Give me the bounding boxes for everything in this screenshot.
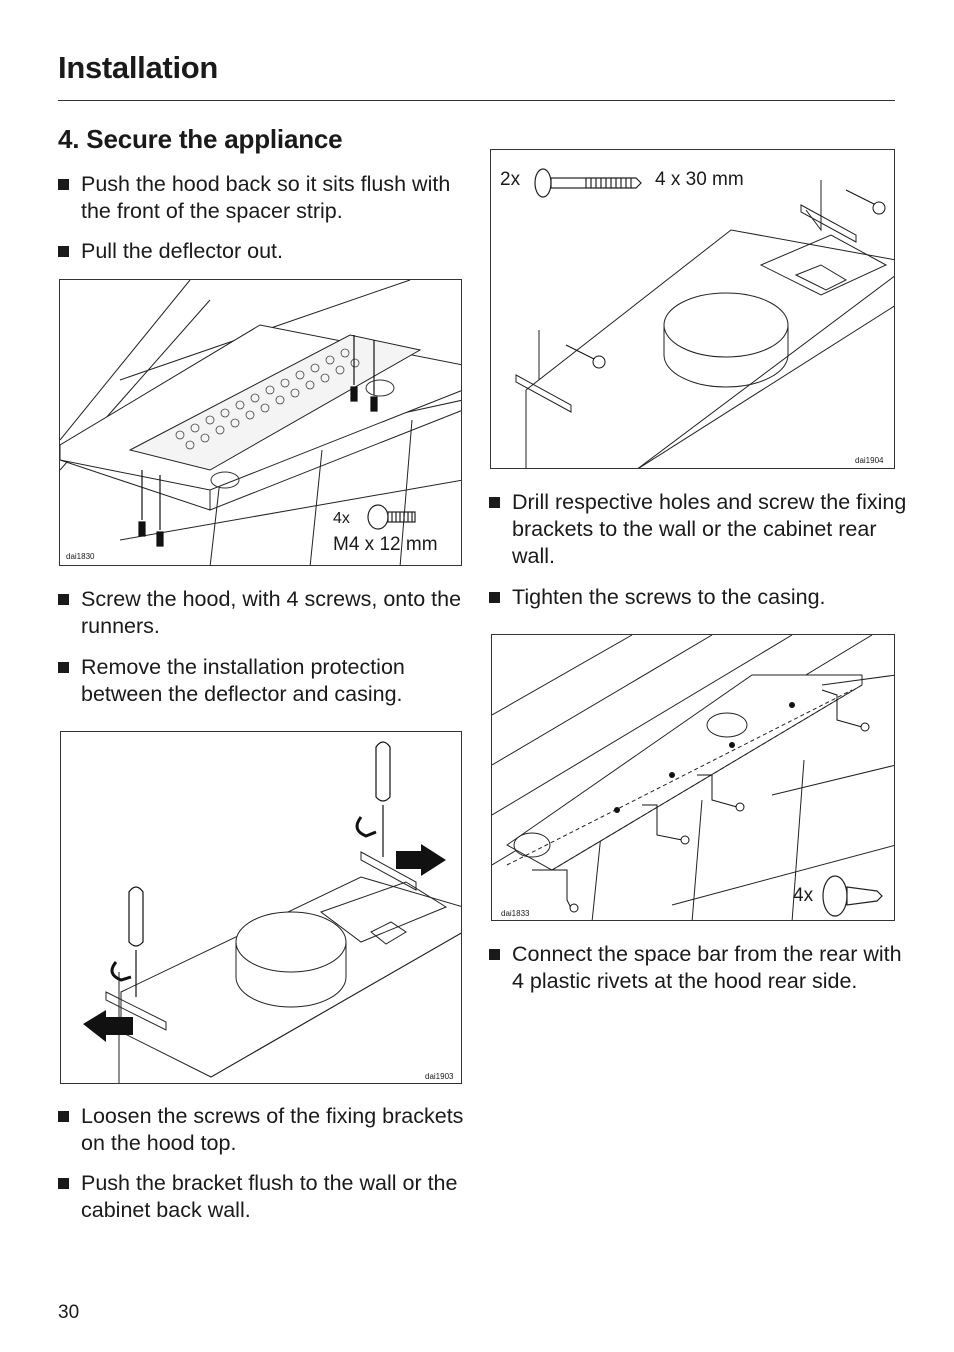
figure-bracket-screwdriver: dai1903 xyxy=(60,731,462,1084)
plastic-rivet-icon xyxy=(822,875,883,917)
figure-code: dai1903 xyxy=(425,1072,454,1081)
instruction-connect-space-bar: Connect the space bar from the rear with… xyxy=(489,941,912,995)
figure-code: dai1833 xyxy=(501,909,530,918)
screw-count-label: 4x xyxy=(333,510,350,527)
rivet-count-label: 4x xyxy=(793,885,814,906)
instruction-screw-hood: Screw the hood, with 4 screws, onto the … xyxy=(58,586,481,640)
instruction-tighten-screws: Tighten the screws to the casing. xyxy=(489,584,912,611)
header-divider xyxy=(58,100,895,101)
hood-underside-illustration xyxy=(60,280,461,565)
wood-screw-icon xyxy=(565,189,886,369)
space-bar-rivets-illustration xyxy=(492,635,894,920)
instruction-push-hood: Push the hood back so it sits flush with… xyxy=(58,171,481,225)
wall-bracket-illustration xyxy=(515,168,894,468)
screw-size-label: 4 x 30 mm xyxy=(655,169,744,190)
figure-code: dai1830 xyxy=(66,552,95,561)
instruction-loosen-screws: Loosen the screws of the fixing brackets… xyxy=(58,1103,481,1157)
screw-count-label: 2x xyxy=(500,169,521,190)
figure-wall-bracket-screws: 2x 4 x 30 mm dai1904 xyxy=(490,149,895,469)
figure-code: dai1904 xyxy=(855,456,884,465)
figure-hood-underside-screws: 4x M4 x 12 mm dai1830 xyxy=(59,279,462,566)
instruction-push-bracket: Push the bracket flush to the wall or th… xyxy=(58,1170,481,1224)
bracket-screwdriver-illustration xyxy=(83,741,461,1083)
section-title: 4. Secure the appliance xyxy=(58,124,343,154)
page-header-title: Installation xyxy=(58,50,219,85)
instruction-remove-protection: Remove the installation protection betwe… xyxy=(58,654,481,708)
screw-m4-icon xyxy=(367,504,416,530)
screw-size-label: M4 x 12 mm xyxy=(333,534,438,555)
page-number: 30 xyxy=(58,1302,80,1323)
figure-space-bar-rivets: 4x dai1833 xyxy=(491,634,895,921)
instruction-pull-deflector: Pull the deflector out. xyxy=(58,238,481,265)
screwdriver-icon xyxy=(128,741,391,997)
instruction-drill-holes: Drill respective holes and screw the fix… xyxy=(489,489,912,570)
push-arrow-icon xyxy=(83,844,446,1042)
